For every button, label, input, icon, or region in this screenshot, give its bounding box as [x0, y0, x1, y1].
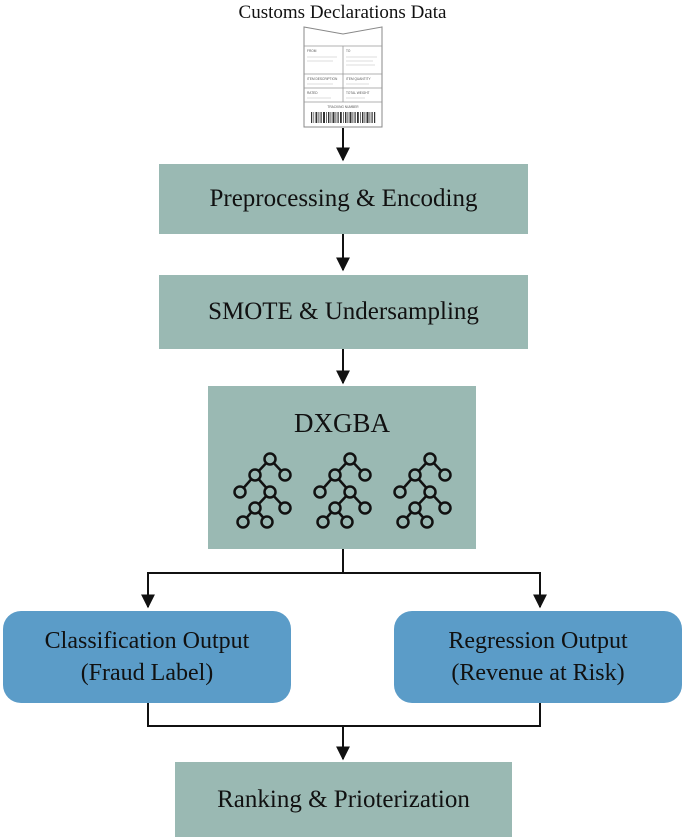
- preprocessing-encoding-label: Preprocessing & Encoding: [209, 185, 478, 212]
- ranking-prioritization-box: Ranking & Prioterization: [175, 762, 512, 837]
- regression-output-title: Regression Output: [448, 628, 628, 654]
- smote-undersampling-box: SMOTE & Undersampling: [159, 275, 528, 349]
- tree-ensemble-icon: [233, 452, 452, 529]
- dxgba-label: DXGBA: [293, 408, 390, 438]
- classification-output-box: Classification Output (Fraud Label): [3, 611, 291, 703]
- form-field-tracking-number: TRACKING NUMBER: [327, 105, 359, 109]
- tree-icon-1: [233, 452, 292, 529]
- tree-icon-3: [393, 452, 452, 529]
- form-field-rated: RATED: [307, 91, 318, 95]
- form-field-item-description: ITEM DESCRIPTION: [307, 77, 338, 81]
- form-field-to: TO: [346, 49, 351, 53]
- smote-undersampling-label: SMOTE & Undersampling: [208, 298, 479, 325]
- customs-declaration-form-icon: FROM TO ITEM DESCRIPTION ITEM QUANTITY R…: [303, 26, 383, 128]
- regression-output-subtitle: (Revenue at Risk): [451, 660, 625, 686]
- classification-output-subtitle: (Fraud Label): [80, 660, 214, 686]
- source-label: Customs Declarations Data: [238, 2, 447, 23]
- preprocessing-encoding-box: Preprocessing & Encoding: [159, 164, 528, 234]
- classification-output-title: Classification Output: [44, 628, 250, 654]
- dxgba-box: DXGBA: [208, 386, 476, 549]
- regression-output-box: Regression Output (Revenue at Risk): [394, 611, 682, 703]
- tree-icon-2: [313, 452, 372, 529]
- barcode-icon: [311, 112, 376, 123]
- ranking-prioritization-label: Ranking & Prioterization: [217, 785, 470, 813]
- form-field-total-weight: TOTAL WEIGHT: [346, 91, 370, 95]
- form-field-from: FROM: [307, 49, 317, 53]
- form-field-item-quantity: ITEM QUANTITY: [346, 77, 371, 81]
